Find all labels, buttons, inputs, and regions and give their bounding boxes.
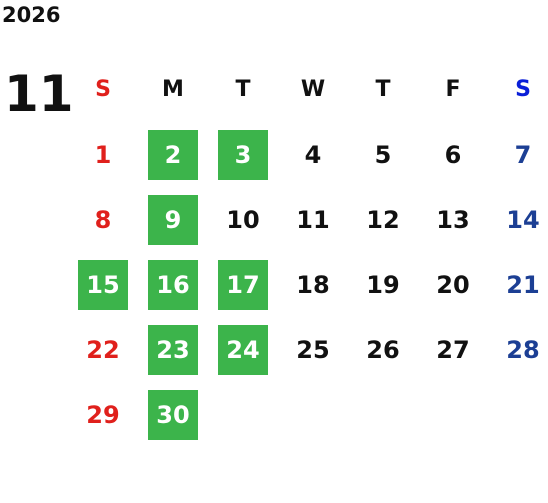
day-cell[interactable]: 4 xyxy=(278,122,348,187)
day-cell[interactable]: 9 xyxy=(138,187,208,252)
week-row: 22 23 24 25 26 27 28 xyxy=(68,317,548,382)
day-cell[interactable]: 25 xyxy=(278,317,348,382)
day-cell[interactable]: 16 xyxy=(138,252,208,317)
empty-day-cell xyxy=(278,382,348,447)
day-cell[interactable]: 18 xyxy=(278,252,348,317)
day-cell[interactable]: 8 xyxy=(68,187,138,252)
day-cell[interactable]: 5 xyxy=(348,122,418,187)
day-number xyxy=(288,390,338,440)
day-number: 5 xyxy=(374,140,392,169)
day-number: 3 xyxy=(218,129,268,180)
day-cell[interactable]: 27 xyxy=(418,317,488,382)
day-cell[interactable]: 10 xyxy=(208,187,278,252)
day-number: 15 xyxy=(78,259,128,310)
day-number: 22 xyxy=(86,335,120,364)
weekday-mon: M xyxy=(162,77,184,102)
day-number: 6 xyxy=(444,140,462,169)
day-cell[interactable]: 14 xyxy=(488,187,548,252)
day-cell[interactable]: 11 xyxy=(278,187,348,252)
day-number: 28 xyxy=(506,335,540,364)
week-row: 29 30 xyxy=(68,382,548,447)
day-number: 10 xyxy=(226,205,260,234)
day-number xyxy=(218,390,268,440)
day-cell[interactable]: 6 xyxy=(418,122,488,187)
empty-day-cell xyxy=(208,382,278,447)
empty-day-cell xyxy=(488,382,548,447)
weekday-header-row: S M T W T F S xyxy=(68,57,548,122)
day-cell[interactable]: 7 xyxy=(488,122,548,187)
week-row: 8 9 10 11 12 13 14 xyxy=(68,187,548,252)
day-number: 25 xyxy=(296,335,330,364)
day-number: 4 xyxy=(304,140,322,169)
weekday-tue: T xyxy=(235,77,251,102)
day-cell[interactable]: 28 xyxy=(488,317,548,382)
day-number: 21 xyxy=(506,270,540,299)
day-number: 14 xyxy=(506,205,540,234)
day-number: 1 xyxy=(94,140,112,169)
day-cell[interactable]: 3 xyxy=(208,122,278,187)
day-cell[interactable]: 22 xyxy=(68,317,138,382)
day-cell[interactable]: 30 xyxy=(138,382,208,447)
weekday-sun: S xyxy=(95,77,111,102)
weekday-wed: W xyxy=(300,77,326,102)
day-number xyxy=(358,390,408,440)
day-cell[interactable]: 23 xyxy=(138,317,208,382)
day-number: 16 xyxy=(148,259,198,310)
day-cell[interactable]: 15 xyxy=(68,252,138,317)
weekday-thu: T xyxy=(375,77,391,102)
day-number: 13 xyxy=(436,205,470,234)
day-number: 9 xyxy=(148,194,198,245)
day-number: 23 xyxy=(148,324,198,375)
day-cell[interactable]: 24 xyxy=(208,317,278,382)
day-number: 24 xyxy=(218,324,268,375)
day-number: 29 xyxy=(86,400,120,429)
weekday-sat: S xyxy=(515,77,531,102)
year-label: 2026 xyxy=(2,3,61,27)
day-number xyxy=(498,390,548,440)
day-cell[interactable]: 29 xyxy=(68,382,138,447)
day-number: 26 xyxy=(366,335,400,364)
day-number xyxy=(428,390,478,440)
day-cell[interactable]: 17 xyxy=(208,252,278,317)
month-label: 11 xyxy=(4,65,74,123)
day-cell[interactable]: 12 xyxy=(348,187,418,252)
empty-day-cell xyxy=(418,382,488,447)
day-cell[interactable]: 1 xyxy=(68,122,138,187)
day-cell[interactable]: 21 xyxy=(488,252,548,317)
day-cell[interactable]: 13 xyxy=(418,187,488,252)
day-number: 12 xyxy=(366,205,400,234)
day-number: 17 xyxy=(218,259,268,310)
day-cell[interactable]: 2 xyxy=(138,122,208,187)
day-number: 11 xyxy=(296,205,330,234)
day-cell[interactable]: 26 xyxy=(348,317,418,382)
day-cell[interactable]: 20 xyxy=(418,252,488,317)
day-number: 18 xyxy=(296,270,330,299)
weekday-fri: F xyxy=(445,77,461,102)
day-cell[interactable]: 19 xyxy=(348,252,418,317)
empty-day-cell xyxy=(348,382,418,447)
day-number: 8 xyxy=(94,205,112,234)
day-number: 30 xyxy=(148,389,198,440)
day-number: 19 xyxy=(366,270,400,299)
day-number: 20 xyxy=(436,270,470,299)
day-number: 7 xyxy=(514,140,532,169)
day-number: 27 xyxy=(436,335,470,364)
day-number: 2 xyxy=(148,129,198,180)
week-row: 15 16 17 18 19 20 21 xyxy=(68,252,548,317)
